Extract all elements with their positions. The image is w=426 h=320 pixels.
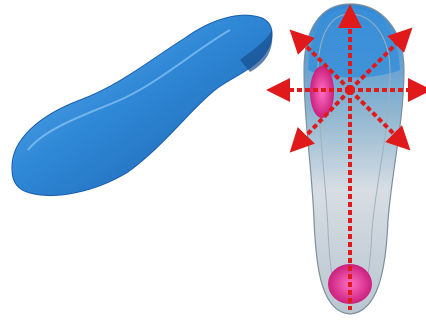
- insole-bottom-view: [304, 4, 404, 314]
- pressure-center-point: [346, 86, 354, 94]
- insole-side-view: [12, 15, 272, 195]
